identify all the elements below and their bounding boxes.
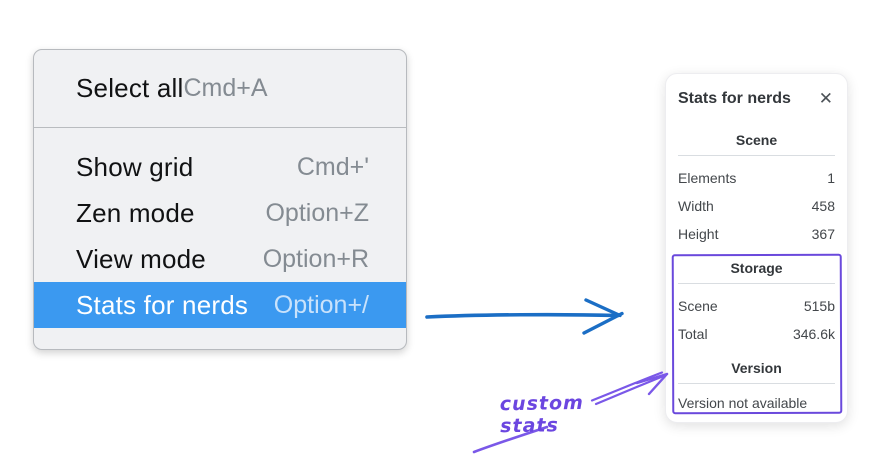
stat-label: Total [678,326,708,342]
menu-item-stats-for-nerds[interactable]: Stats for nerds Option+/ [34,282,406,328]
section-divider [678,283,835,284]
menu-item-select-all[interactable]: Select all Cmd+A [34,66,305,112]
stat-row-total-storage: Total 346.6k [678,320,835,348]
stats-for-nerds-panel: Stats for nerds ✕ Scene Elements 1 Width… [665,73,848,423]
section-heading-version: Version [731,360,782,376]
stat-value: 1 [827,170,835,186]
menu-item-label: Select all [76,73,184,103]
flow-arrow [425,298,624,335]
stat-row-scene-storage: Scene 515b [678,292,835,320]
close-icon[interactable]: ✕ [818,88,833,109]
stat-value: 458 [811,198,835,214]
context-menu: Select all Cmd+A Show grid Cmd+' Zen mod… [33,49,407,350]
stat-row-width: Width 458 [678,192,835,220]
menu-item-shortcut: Option+/ [273,290,369,319]
stat-label: Width [678,198,714,214]
menu-item-shortcut: Option+Z [265,198,369,227]
menu-item-label: View mode [76,243,206,274]
menu-separator [34,127,406,128]
section-heading-scene: Scene [735,132,778,148]
annotation-label: custom stats [499,391,585,438]
menu-item-shortcut: Option+R [262,244,369,273]
stat-value: 346.6k [792,326,835,342]
stat-row-elements: Elements 1 [678,164,835,192]
stat-label: Elements [678,170,737,186]
menu-item-shortcut: Cmd+A [183,74,268,102]
stat-label: Scene [678,298,718,314]
section-divider [678,155,835,156]
menu-item-shortcut: Cmd+' [296,152,369,181]
menu-item-show-grid[interactable]: Show grid Cmd+' [34,144,406,190]
menu-item-view-mode[interactable]: View mode Option+R [34,236,406,282]
menu-item-label: Zen mode [76,197,195,228]
menu-item-zen-mode[interactable]: Zen mode Option+Z [34,190,406,236]
section-heading-storage: Storage [730,260,783,276]
menu-item-label: Show grid [76,151,194,182]
stat-row-height: Height 367 [678,220,835,248]
panel-title: Stats for nerds [678,90,791,107]
menu-item-label: Stats for nerds [76,289,249,320]
stat-value: 515b [803,298,835,314]
stat-label: Height [678,226,719,242]
stat-value: 367 [811,226,835,242]
version-note: Version not available [678,395,808,411]
section-divider [678,383,835,384]
